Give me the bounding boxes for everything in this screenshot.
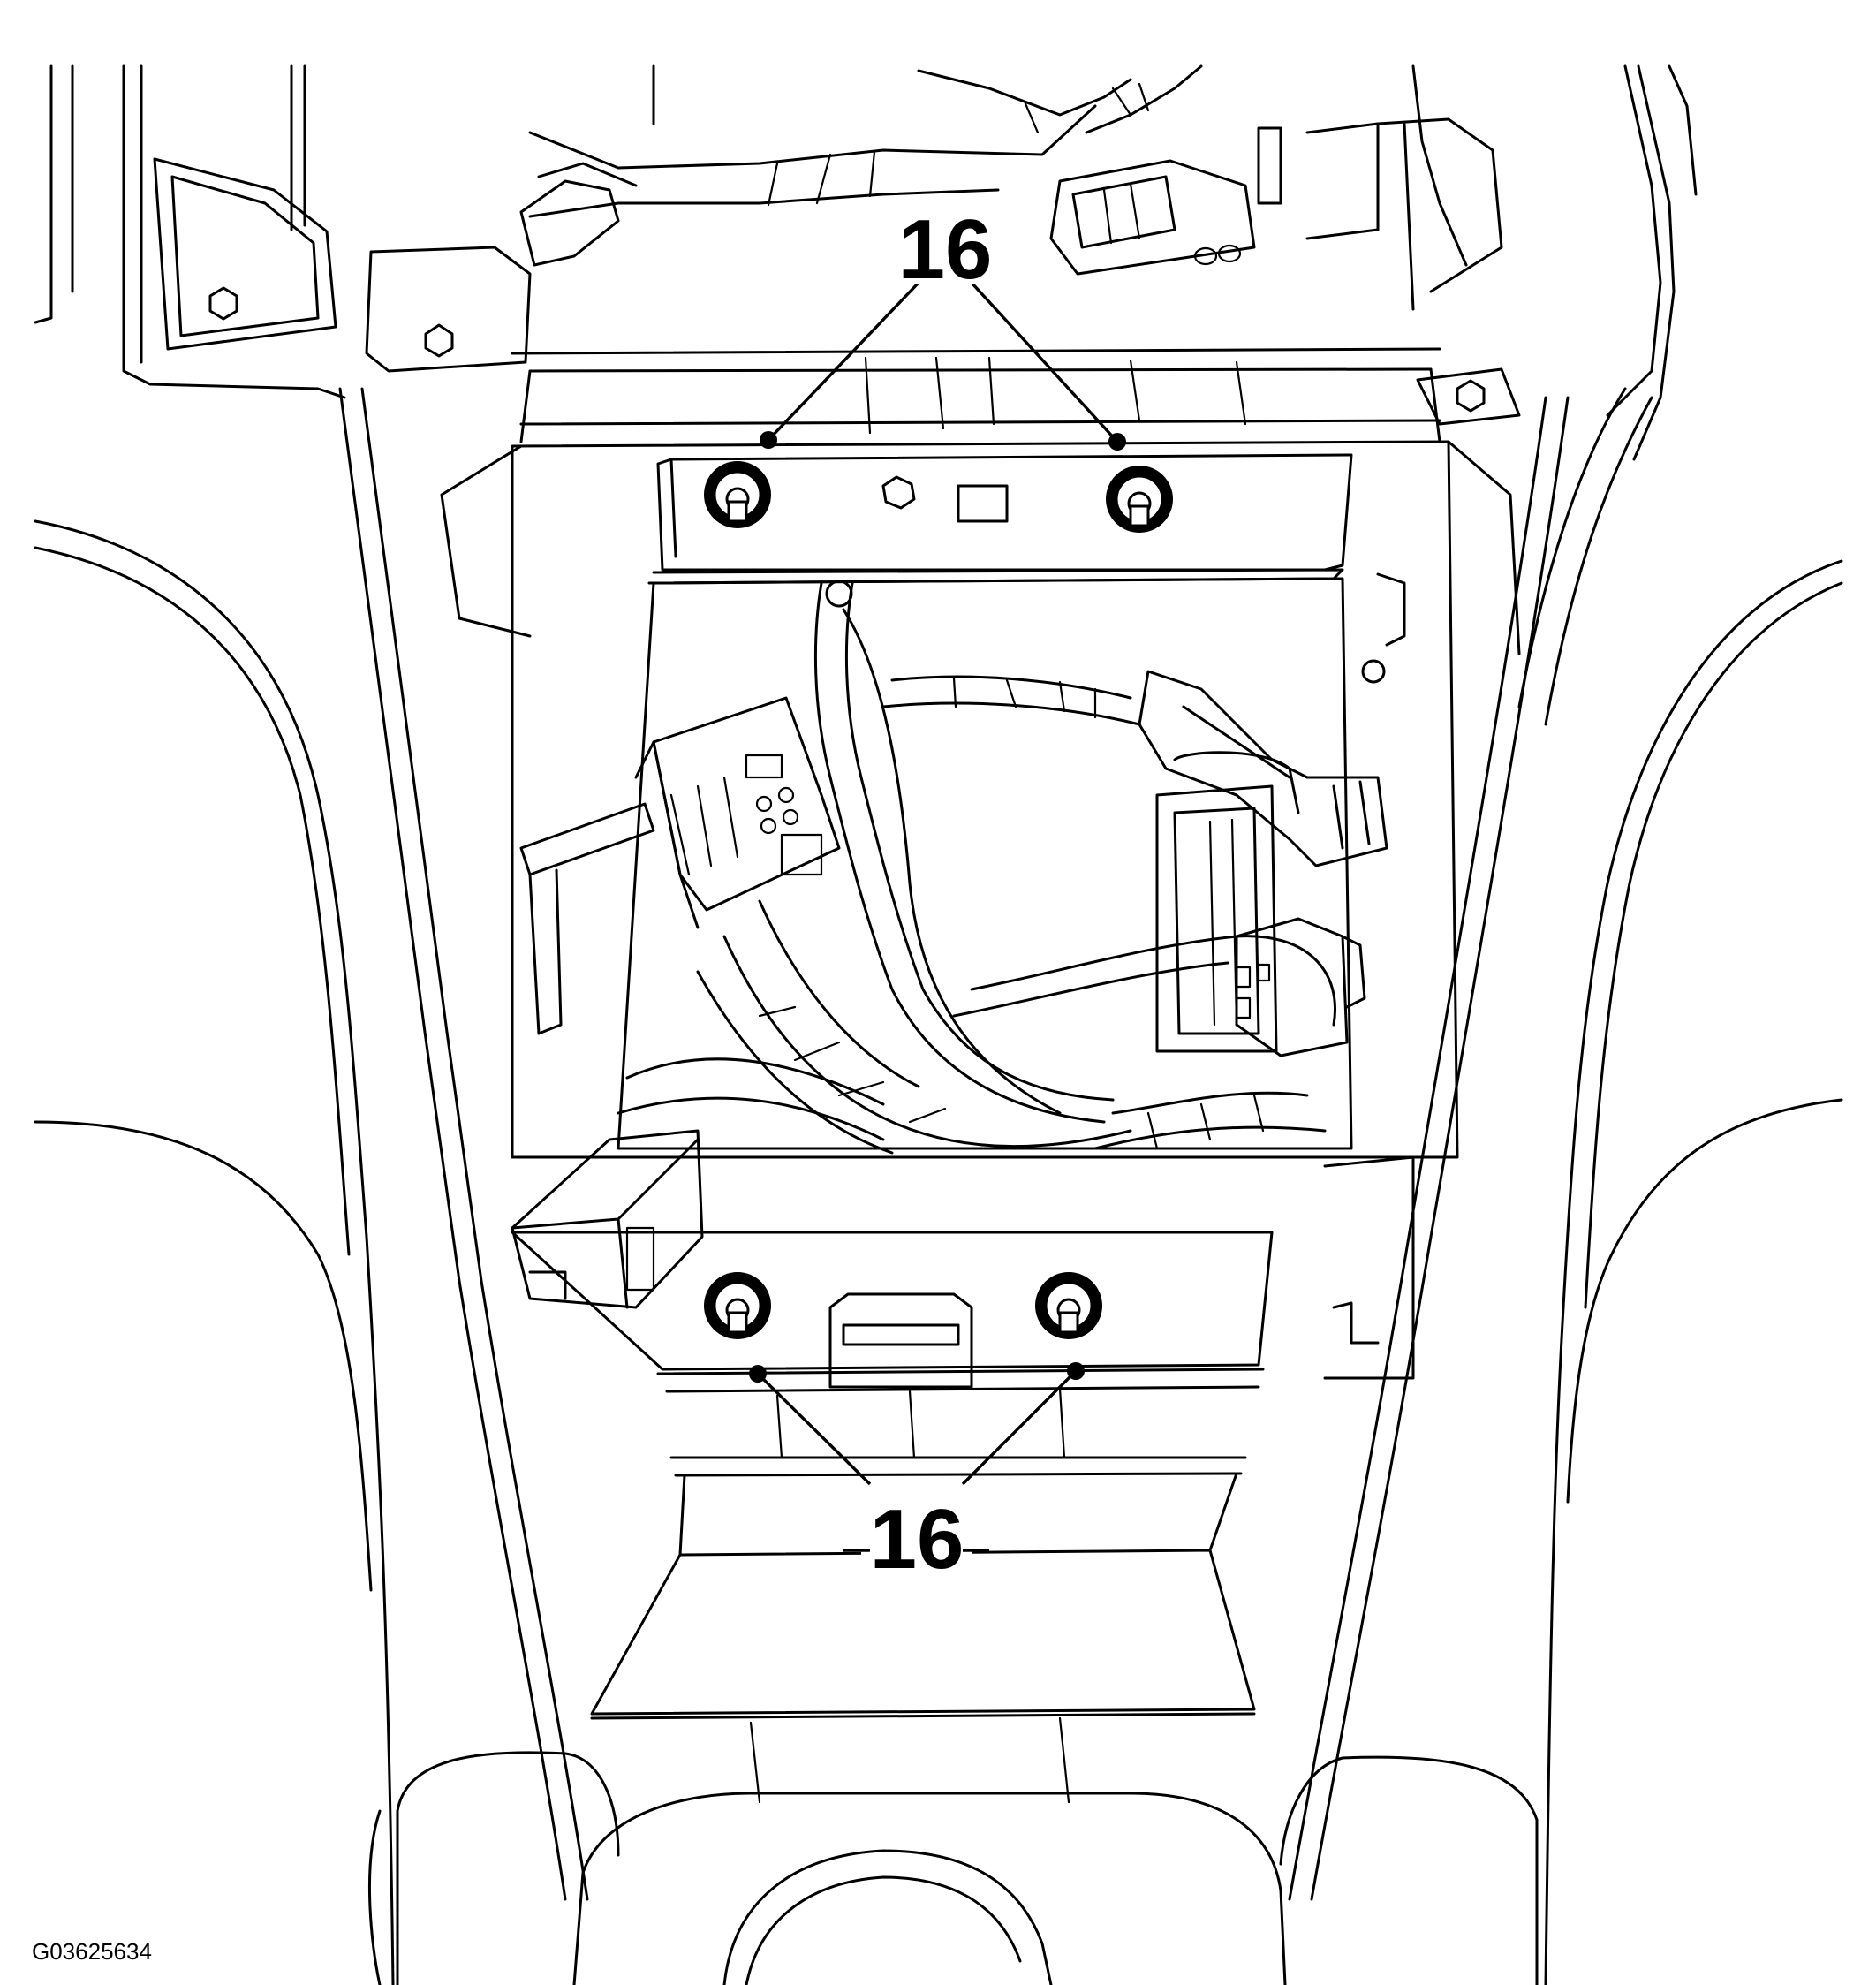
- upper-right-nut-icon: [1106, 466, 1173, 533]
- lower-right-block: [1323, 1155, 1415, 1380]
- leader-line: [961, 1369, 1078, 1486]
- callout-16-upper: 16: [760, 202, 1126, 451]
- leader-line: [756, 1372, 872, 1486]
- lower-left-nut-icon: [704, 1272, 771, 1339]
- right-connectors: [1138, 572, 1406, 1057]
- center-console-frame: [338, 347, 1570, 1901]
- upper-left-nut-icon: [704, 461, 771, 528]
- leader-line: [767, 281, 920, 442]
- lower-console-body: [367, 1472, 1539, 1985]
- leader-dot: [1108, 433, 1126, 451]
- callout-label: 16: [898, 202, 993, 297]
- lower-right-nut-icon: [1035, 1272, 1102, 1339]
- callout-label: 16: [870, 1492, 964, 1587]
- upper-wiring-harness: [519, 64, 1503, 311]
- leader-line: [970, 281, 1119, 443]
- leader-dot: [1067, 1362, 1085, 1380]
- lower-left-block: [511, 1129, 704, 1309]
- leader-dot: [749, 1365, 767, 1383]
- central-harness: [617, 577, 1353, 1155]
- leader-dot: [760, 431, 777, 449]
- figure-id: G03625634: [32, 1938, 152, 1965]
- left-connector: [519, 696, 841, 1035]
- console-side-panels: [34, 387, 1843, 1985]
- upper-mounting-bracket: [669, 458, 1009, 558]
- right-dash-trim: [652, 64, 1698, 461]
- left-dash-bracket: [34, 64, 532, 399]
- callout-16-lower: 16: [749, 1362, 1085, 1587]
